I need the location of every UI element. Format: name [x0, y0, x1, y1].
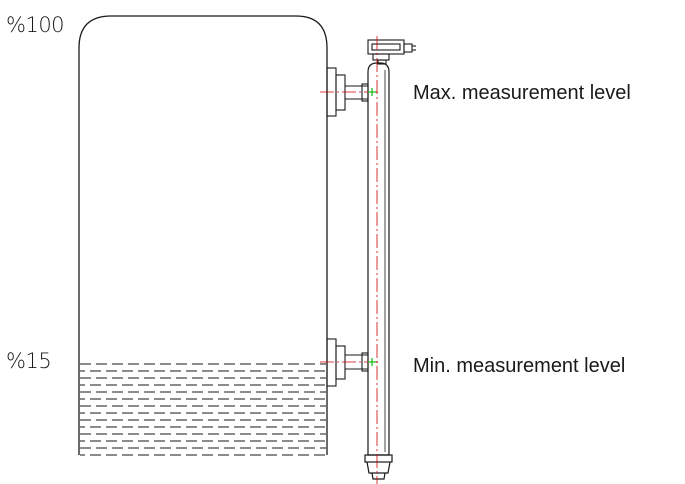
centerlines: [320, 36, 378, 484]
liquid-fill-hatching: [80, 363, 326, 456]
level-markers: [368, 88, 376, 366]
upper-nozzle-flange: [326, 67, 369, 117]
top-percent-label: %100: [6, 13, 64, 37]
transmitter-head: [367, 39, 416, 65]
max-level-label: Max. measurement level: [413, 82, 631, 104]
min-level-label: Min. measurement level: [413, 355, 625, 377]
bottom-percent-label: %15: [6, 349, 51, 373]
tank-vessel: [78, 15, 328, 455]
lower-nozzle-flange: [326, 338, 369, 387]
level-indicator-column: [364, 62, 393, 480]
